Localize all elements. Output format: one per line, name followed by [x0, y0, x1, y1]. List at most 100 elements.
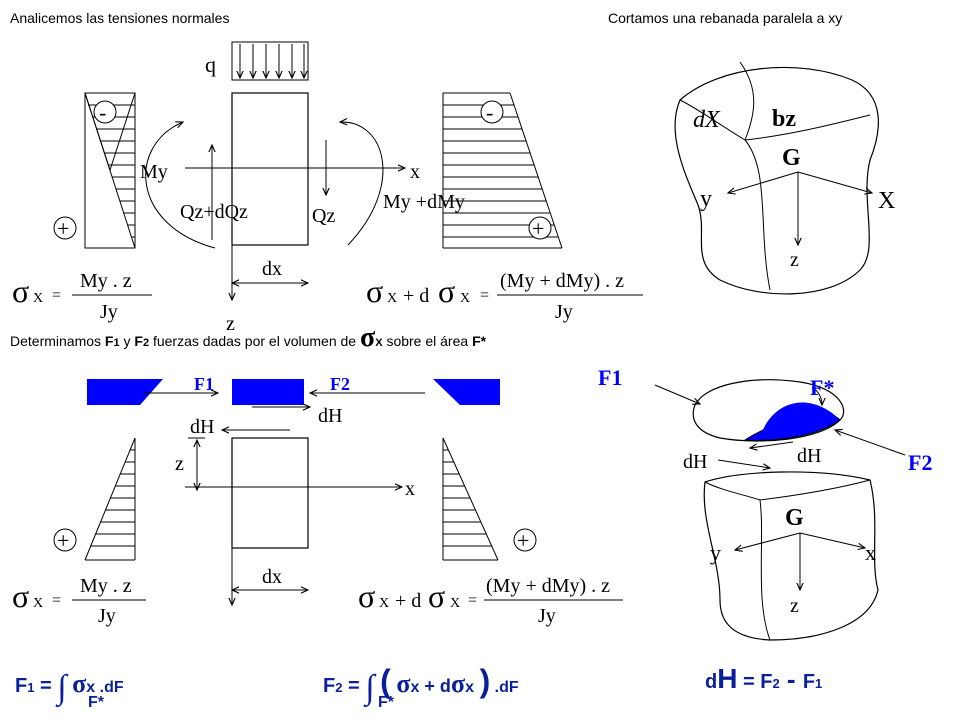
eq2-eq: = — [342, 675, 366, 697]
dx-top-label: dx — [262, 258, 282, 280]
svg-text:=: = — [52, 592, 61, 609]
svg-text:σ: σ — [12, 273, 29, 309]
eq2-sigma: σ — [396, 669, 411, 698]
header-middle-sigma: σ — [359, 322, 376, 353]
slice-top-z: z — [790, 249, 799, 271]
svg-text:X: X — [450, 596, 460, 611]
distributed-load: q — [205, 41, 309, 81]
eq1-lhs: F — [15, 675, 28, 697]
svg-text:+: + — [57, 528, 69, 553]
moment-left-arrow — [145, 122, 216, 249]
axis-z-top-label: z — [226, 313, 235, 335]
header-middle-fstar: F* — [472, 333, 487, 349]
header-middle-f2: F — [134, 333, 143, 349]
svg-text:X: X — [379, 596, 389, 611]
stress-diagram-bottom-right — [442, 437, 499, 561]
slice-bottom-G: G — [785, 505, 804, 531]
svg-text:X: X — [33, 291, 43, 306]
moment-left-label: My — [140, 161, 168, 183]
slice-top-X: X — [878, 188, 895, 214]
eq3-eq: = F — [737, 671, 773, 693]
shear-left-label: Qz+dQz — [180, 201, 248, 223]
formula-bottom-left: σ X = My . z Jy — [12, 575, 146, 627]
eq2-lower-limit: F* — [378, 694, 394, 711]
svg-text:Jy: Jy — [98, 605, 116, 627]
header-middle-text-2: fuerzas dadas por el volumen de — [149, 333, 360, 349]
svg-text:X: X — [387, 291, 397, 306]
svg-text:σ: σ — [428, 578, 445, 614]
stress-diagram-bottom-left — [84, 437, 136, 561]
moment-right-arrow — [340, 122, 384, 246]
stress-diagram-top-left — [84, 92, 136, 249]
formula-top-left: σ X = My . z Jy — [12, 270, 152, 323]
svg-text:+: + — [57, 216, 69, 241]
beam-element-bottom — [231, 437, 309, 549]
equation-F2: F2 = ∫ ( σx + dσx ) .dF — [323, 663, 519, 706]
svg-text:Jy: Jy — [555, 301, 573, 323]
eq3-H: H — [717, 663, 738, 694]
slice-bottom-y: y — [710, 540, 721, 565]
slice-top-dx: dX — [693, 107, 721, 133]
dH-left-bottom-label: dH — [190, 416, 214, 438]
eq2-close-paren: ) — [479, 663, 491, 699]
header-middle-f1: F — [104, 333, 114, 349]
moment-right-label: My +dMy — [383, 191, 465, 213]
svg-text:=: = — [480, 287, 489, 304]
header-middle-x: X — [375, 337, 383, 349]
eq3-d: d — [705, 671, 718, 693]
eq2-lhs-sub: 2 — [335, 680, 343, 695]
formula-bottom-right: σ X + d σ X = (My + dMy) . z Jy — [358, 575, 623, 627]
svg-text:My . z: My . z — [80, 270, 132, 292]
slice-top-bz: bz — [772, 106, 796, 132]
eq2-x: x — [410, 679, 420, 696]
svg-text:+ d: + d — [395, 590, 421, 612]
svg-text:σ: σ — [12, 578, 29, 614]
slice-top-y: y — [700, 186, 712, 212]
svg-text:σ: σ — [438, 273, 455, 309]
svg-text:=: = — [52, 287, 61, 304]
plus-sign-top-right: + — [528, 216, 552, 241]
equation-dH: dH = F2 - F1 — [705, 663, 822, 695]
slice-bottom-dH-left: dH — [683, 451, 707, 473]
slice-3d-top: dX bz G y X z — [674, 61, 895, 295]
dH-right-bottom-label: dH — [318, 405, 342, 427]
eq1-x: x — [86, 679, 96, 696]
formula-top-right: σ X + d σ X = (My + dMy) . z Jy — [366, 270, 643, 323]
plus-sign-top-left: + — [53, 216, 77, 241]
svg-text:X: X — [460, 291, 470, 306]
header-middle-f1-sub: 1 — [113, 337, 120, 349]
svg-text:-: - — [486, 100, 493, 125]
svg-text:X: X — [33, 596, 43, 611]
svg-text:+: + — [517, 528, 529, 553]
shear-right-label: Qz — [312, 205, 335, 227]
eq1-eq: = — [34, 675, 58, 697]
F1-label-bottom: F1 — [194, 374, 214, 394]
slice-top-G: G — [782, 145, 801, 171]
eq2-open-paren: ( — [380, 663, 391, 699]
svg-text:(My + dMy) . z: (My + dMy) . z — [486, 575, 610, 597]
minus-sign-top-left: - — [93, 100, 117, 125]
beam-element-top — [231, 92, 309, 246]
header-middle-y: y — [119, 333, 135, 349]
blue-block-right — [433, 379, 500, 405]
svg-text:+ d: + d — [403, 285, 429, 307]
header-top-left: Analicemos las tensiones normales — [10, 10, 230, 26]
eq1-sigma: σ — [72, 669, 87, 698]
eq2-sigma2: σ — [450, 669, 466, 698]
eq3-F1: F — [802, 671, 816, 693]
svg-text:+: + — [532, 216, 544, 241]
load-label: q — [205, 52, 216, 77]
eq1-lhs-sub: 1 — [27, 680, 35, 695]
svg-text:(My + dMy) . z: (My + dMy) . z — [500, 270, 624, 292]
svg-text:=: = — [468, 592, 477, 609]
eq1-integral: ∫ — [57, 669, 67, 706]
z-dim-bottom-label: z — [175, 453, 184, 475]
blue-block-left — [87, 379, 163, 405]
eq2-lhs: F — [323, 675, 336, 697]
axis-x-top-label: x — [410, 161, 420, 183]
plus-sign-bottom-right: + — [513, 528, 537, 553]
slice-bottom-F1: F1 — [598, 365, 622, 390]
eq2-dF: .dF — [490, 679, 519, 696]
header-middle-f2-sub: 2 — [142, 337, 150, 349]
